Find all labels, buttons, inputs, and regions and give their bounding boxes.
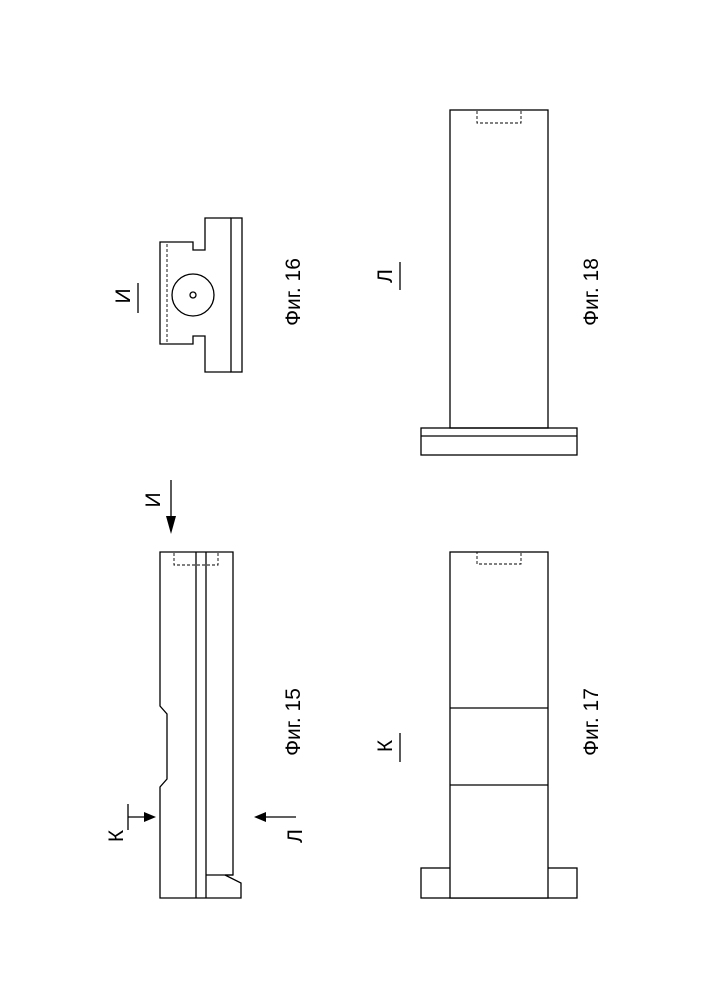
fig16-hole-inner	[190, 292, 196, 298]
fig16-base	[231, 218, 242, 372]
fig18-view-l	[421, 110, 577, 455]
fig16-hole-outer	[172, 274, 214, 316]
arrow-k-label: К	[105, 829, 128, 842]
fig17-caption: Фиг. 17	[580, 688, 603, 756]
fig17-body	[450, 552, 548, 898]
fig18-hidden-pocket	[477, 110, 521, 123]
fig16-view-label: И	[112, 283, 138, 313]
fig16-end-view	[160, 218, 242, 372]
arrow-l-label: Л	[284, 829, 307, 843]
fig15-part-side-view	[160, 552, 241, 898]
fig18-flange-outer	[421, 428, 577, 455]
fig18-view-letter: Л	[374, 269, 397, 283]
arrow-i-head	[166, 516, 176, 534]
arrow-l-head	[254, 812, 266, 822]
arrow-k: К	[105, 804, 156, 842]
arrow-i-label: И	[142, 492, 165, 507]
fig15-outline	[160, 552, 241, 898]
fig15-caption: Фиг. 15	[282, 688, 305, 756]
fig18-view-label: Л	[374, 262, 400, 290]
fig17-view-letter: К	[374, 739, 397, 752]
fig16-view-letter: И	[112, 288, 135, 303]
fig17-view-k	[421, 552, 577, 898]
fig18-body	[450, 110, 548, 428]
arrow-k-head	[144, 812, 156, 822]
arrow-l: Л	[254, 812, 307, 843]
arrow-i: И	[142, 480, 176, 534]
fig17-view-label: К	[374, 733, 400, 762]
fig16-caption: Фиг. 16	[282, 258, 305, 326]
fig18-caption: Фиг. 18	[580, 258, 603, 326]
